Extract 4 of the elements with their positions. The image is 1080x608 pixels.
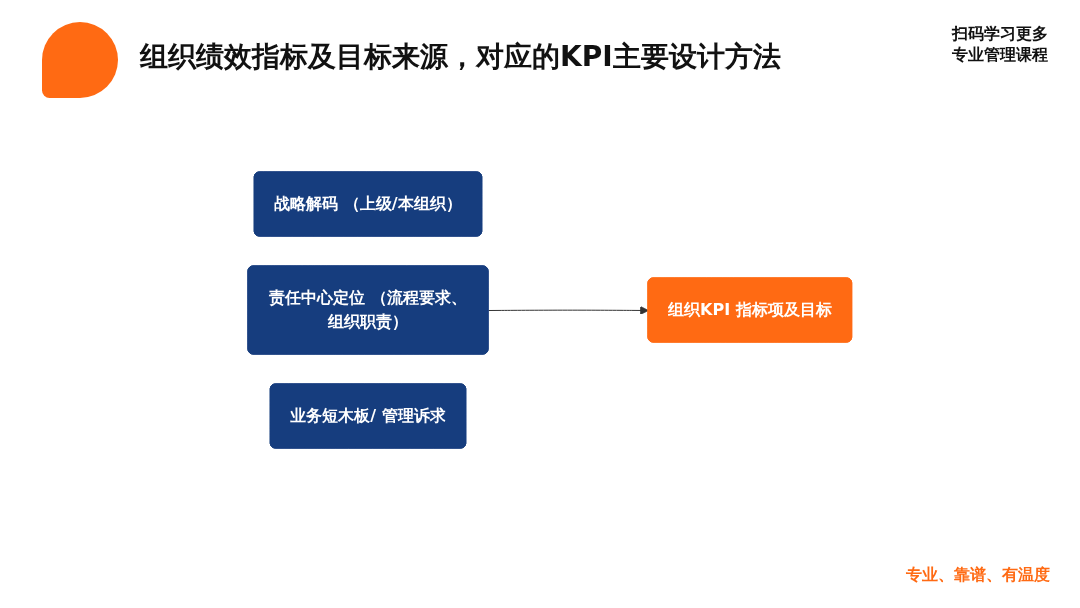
promo-text: 扫码学习更多专业管理课程 <box>950 24 1049 66</box>
title: 组织绩效指标及目标来源，对应的KPI主要设计方法 <box>140 39 781 75</box>
slogan: 专业、靠谱、有温度 <box>906 565 1050 586</box>
arrow <box>488 306 650 315</box>
